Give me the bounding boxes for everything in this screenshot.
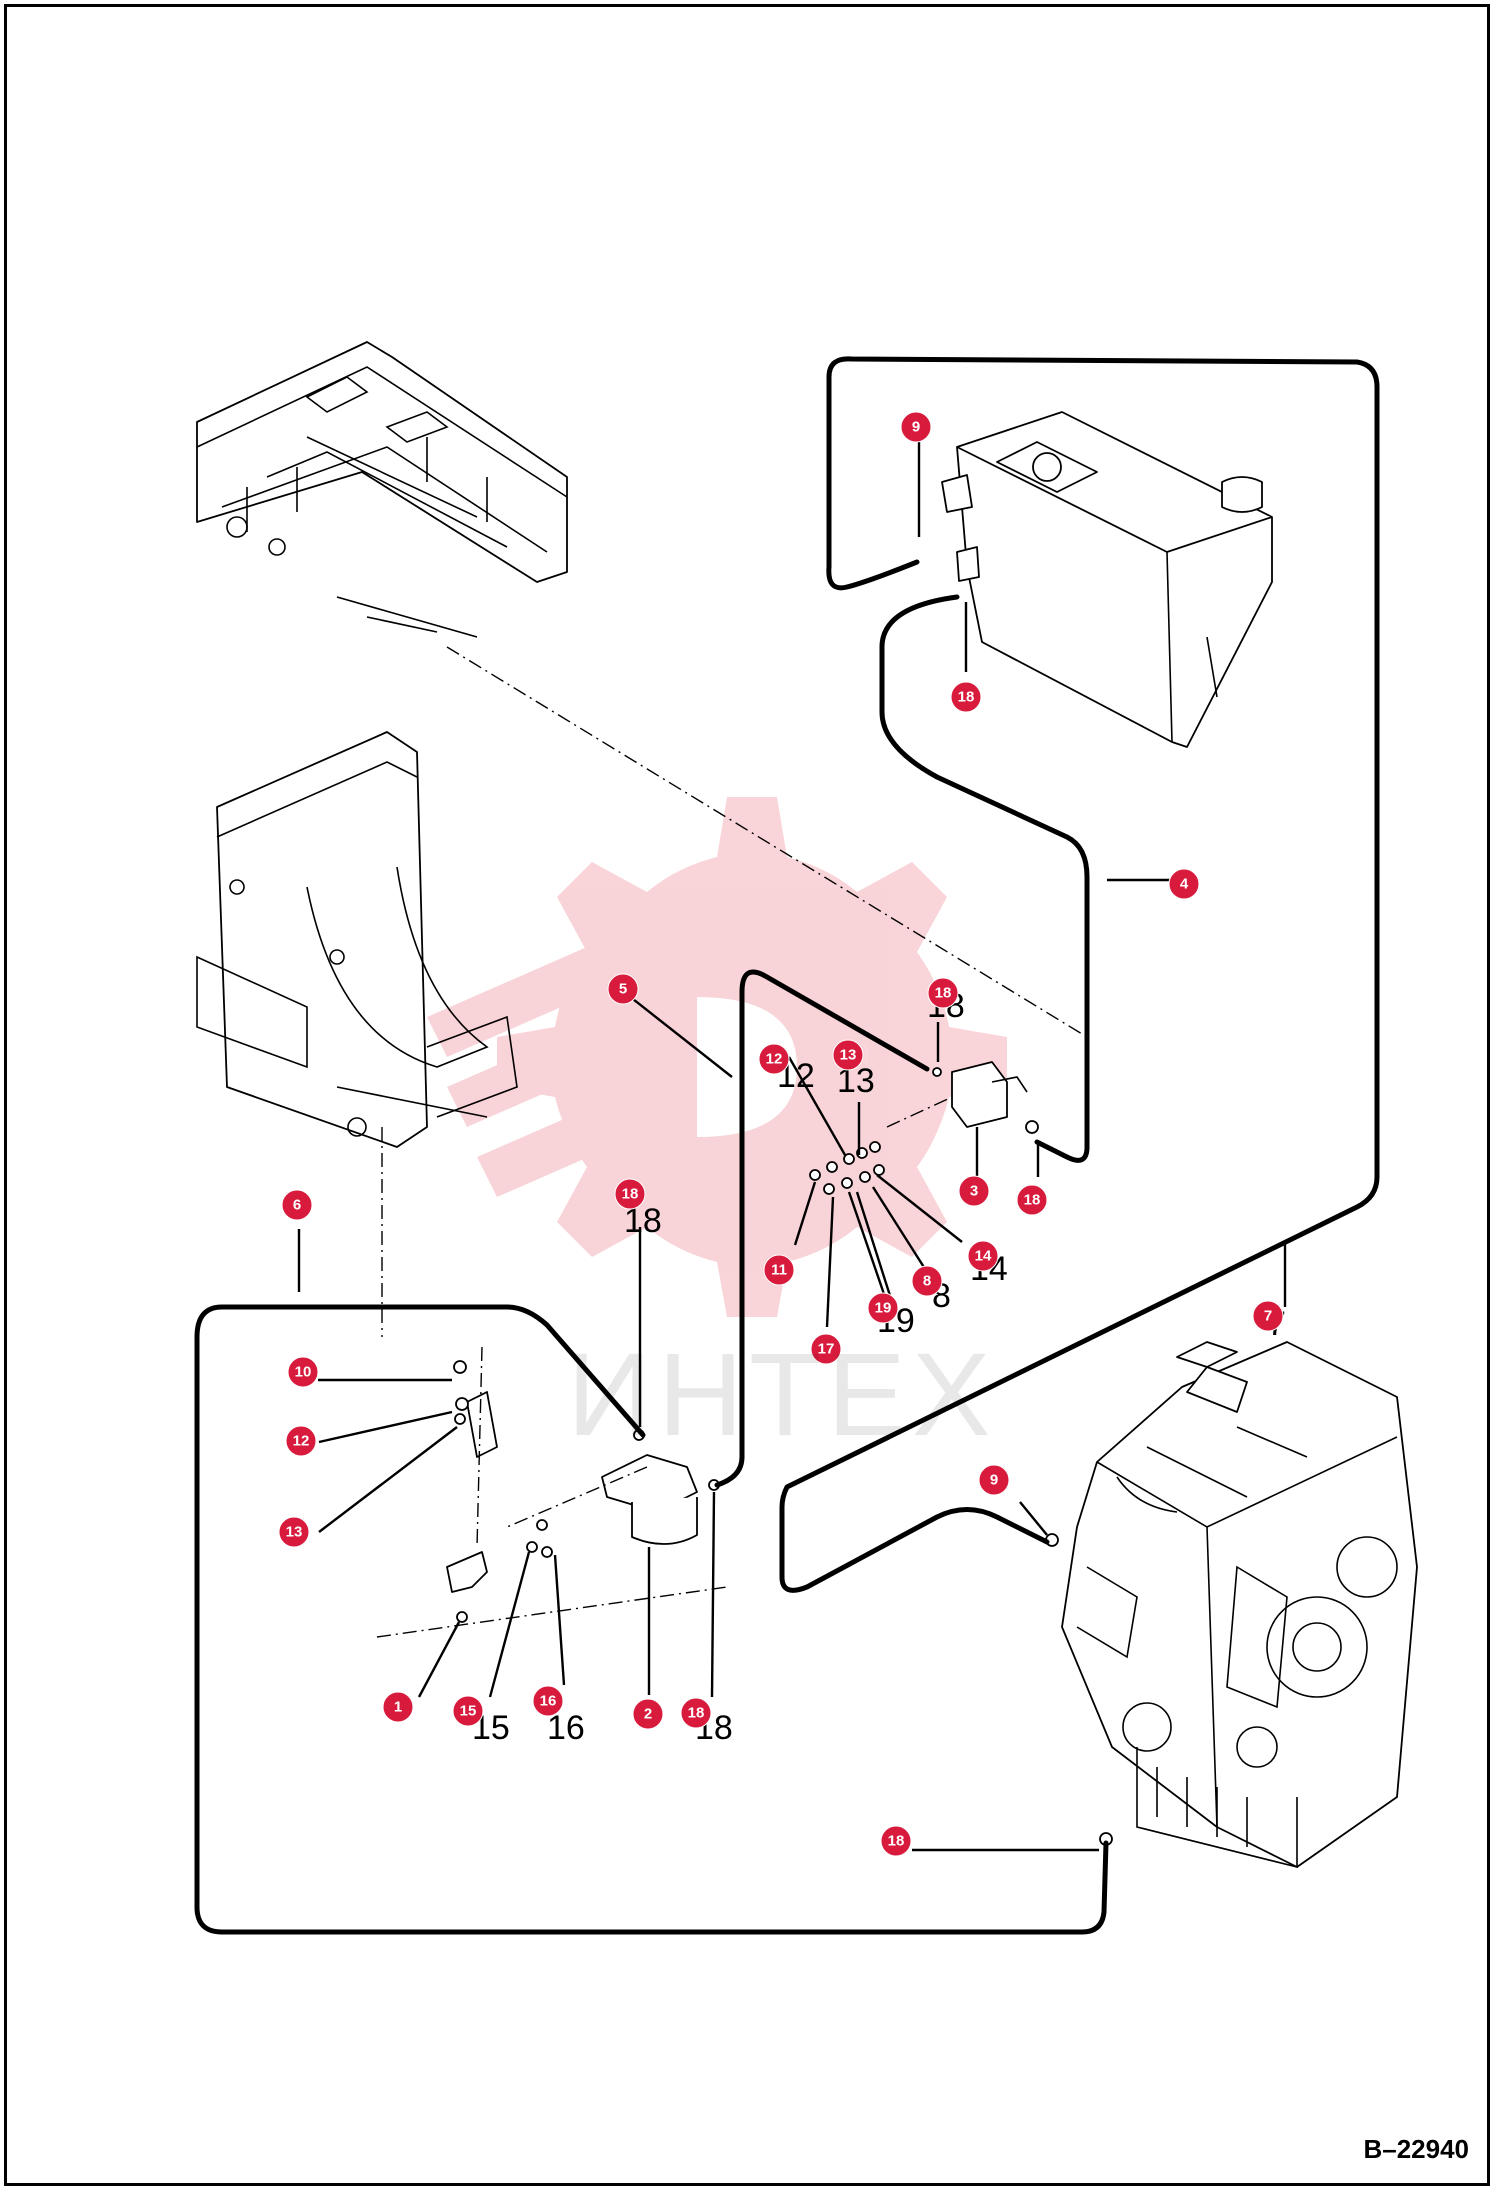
svg-text:11: 11 xyxy=(771,1262,787,1279)
svg-text:8: 8 xyxy=(923,1273,931,1290)
callout-marker: 3 xyxy=(958,1175,990,1207)
callout-marker: 12 xyxy=(285,1425,317,1457)
callout-marker: 2 xyxy=(632,1698,664,1730)
callout-marker: 7 xyxy=(1252,1300,1284,1332)
callout-marker: 11 xyxy=(763,1254,795,1286)
svg-text:9: 9 xyxy=(990,1472,998,1489)
svg-text:10: 10 xyxy=(295,1364,312,1381)
callout-marker: 12 xyxy=(758,1043,790,1075)
diagram-frame: 18 12 13 18 14 8 19 7 16 15 18 9 18 4 5 … xyxy=(4,4,1490,2186)
svg-text:2: 2 xyxy=(644,1706,652,1723)
lower-frame xyxy=(196,731,518,1148)
fuel-hoses xyxy=(194,356,1380,1935)
fuel-system-diagram: 18 12 13 18 14 8 19 7 16 15 18 9 18 4 5 … xyxy=(194,341,1418,1935)
svg-text:19: 19 xyxy=(875,1300,892,1317)
svg-text:15: 15 xyxy=(460,1703,477,1720)
callout-marker: 9 xyxy=(900,411,932,443)
watermark-text: ИНТЕХ xyxy=(567,1329,997,1461)
svg-text:13: 13 xyxy=(840,1047,857,1064)
svg-text:18: 18 xyxy=(688,1705,705,1722)
svg-text:18: 18 xyxy=(935,985,952,1002)
svg-text:1: 1 xyxy=(394,1699,402,1716)
svg-text:18: 18 xyxy=(622,1186,639,1203)
upper-frame xyxy=(196,341,568,638)
svg-text:6: 6 xyxy=(293,1197,301,1214)
callout-marker: 18 xyxy=(614,1178,646,1210)
callout-marker: 18 xyxy=(950,681,982,713)
callout-marker: 18 xyxy=(1016,1184,1048,1216)
figure-code: B–22940 xyxy=(1363,2134,1469,2164)
callouts: 9 18 4 5 18 12 13 3 18 14 11 8 19 17 7 6… xyxy=(278,411,1284,1857)
svg-text:13: 13 xyxy=(286,1524,303,1541)
pump-fittings xyxy=(809,1141,885,1195)
callout-marker: 1 xyxy=(382,1691,414,1723)
callout-marker: 8 xyxy=(911,1265,943,1297)
callout-marker: 4 xyxy=(1168,868,1200,900)
callout-marker: 6 xyxy=(281,1189,313,1221)
callout-marker: 18 xyxy=(927,977,959,1009)
fuel-filter xyxy=(601,1429,720,1545)
fuel-pump xyxy=(932,1061,1039,1134)
svg-text:16: 16 xyxy=(540,1693,557,1710)
svg-text:7: 7 xyxy=(1264,1308,1272,1325)
svg-text:9: 9 xyxy=(912,419,920,436)
svg-text:18: 18 xyxy=(888,1833,905,1850)
callout-marker: 13 xyxy=(278,1516,310,1548)
callout-marker: 9 xyxy=(978,1464,1010,1496)
callout-marker: 18 xyxy=(880,1825,912,1857)
svg-text:12: 12 xyxy=(293,1433,310,1450)
svg-text:17: 17 xyxy=(818,1341,835,1358)
callout-marker: 15 xyxy=(452,1695,484,1727)
callout-marker: 17 xyxy=(810,1333,842,1365)
center-lines xyxy=(376,646,1088,1638)
callout-marker: 14 xyxy=(967,1240,999,1272)
fuel-tank xyxy=(941,411,1273,748)
callout-marker: 10 xyxy=(287,1356,319,1388)
filter-bracket xyxy=(446,1360,553,1623)
svg-text:14: 14 xyxy=(975,1248,992,1265)
svg-text:18: 18 xyxy=(1024,1192,1041,1209)
svg-text:3: 3 xyxy=(970,1183,978,1200)
svg-text:12: 12 xyxy=(766,1051,783,1068)
svg-text:18: 18 xyxy=(958,689,975,706)
engine xyxy=(1045,1341,1418,1869)
svg-text:4: 4 xyxy=(1180,876,1189,893)
watermark-gear xyxy=(427,797,1007,1317)
leader-lines xyxy=(297,437,1287,1852)
callout-marker: 18 xyxy=(680,1697,712,1729)
callout-marker: 19 xyxy=(867,1292,899,1324)
svg-text:5: 5 xyxy=(619,981,627,998)
callout-marker: 13 xyxy=(832,1039,864,1071)
callout-marker: 16 xyxy=(532,1685,564,1717)
callout-marker: 5 xyxy=(607,973,639,1005)
